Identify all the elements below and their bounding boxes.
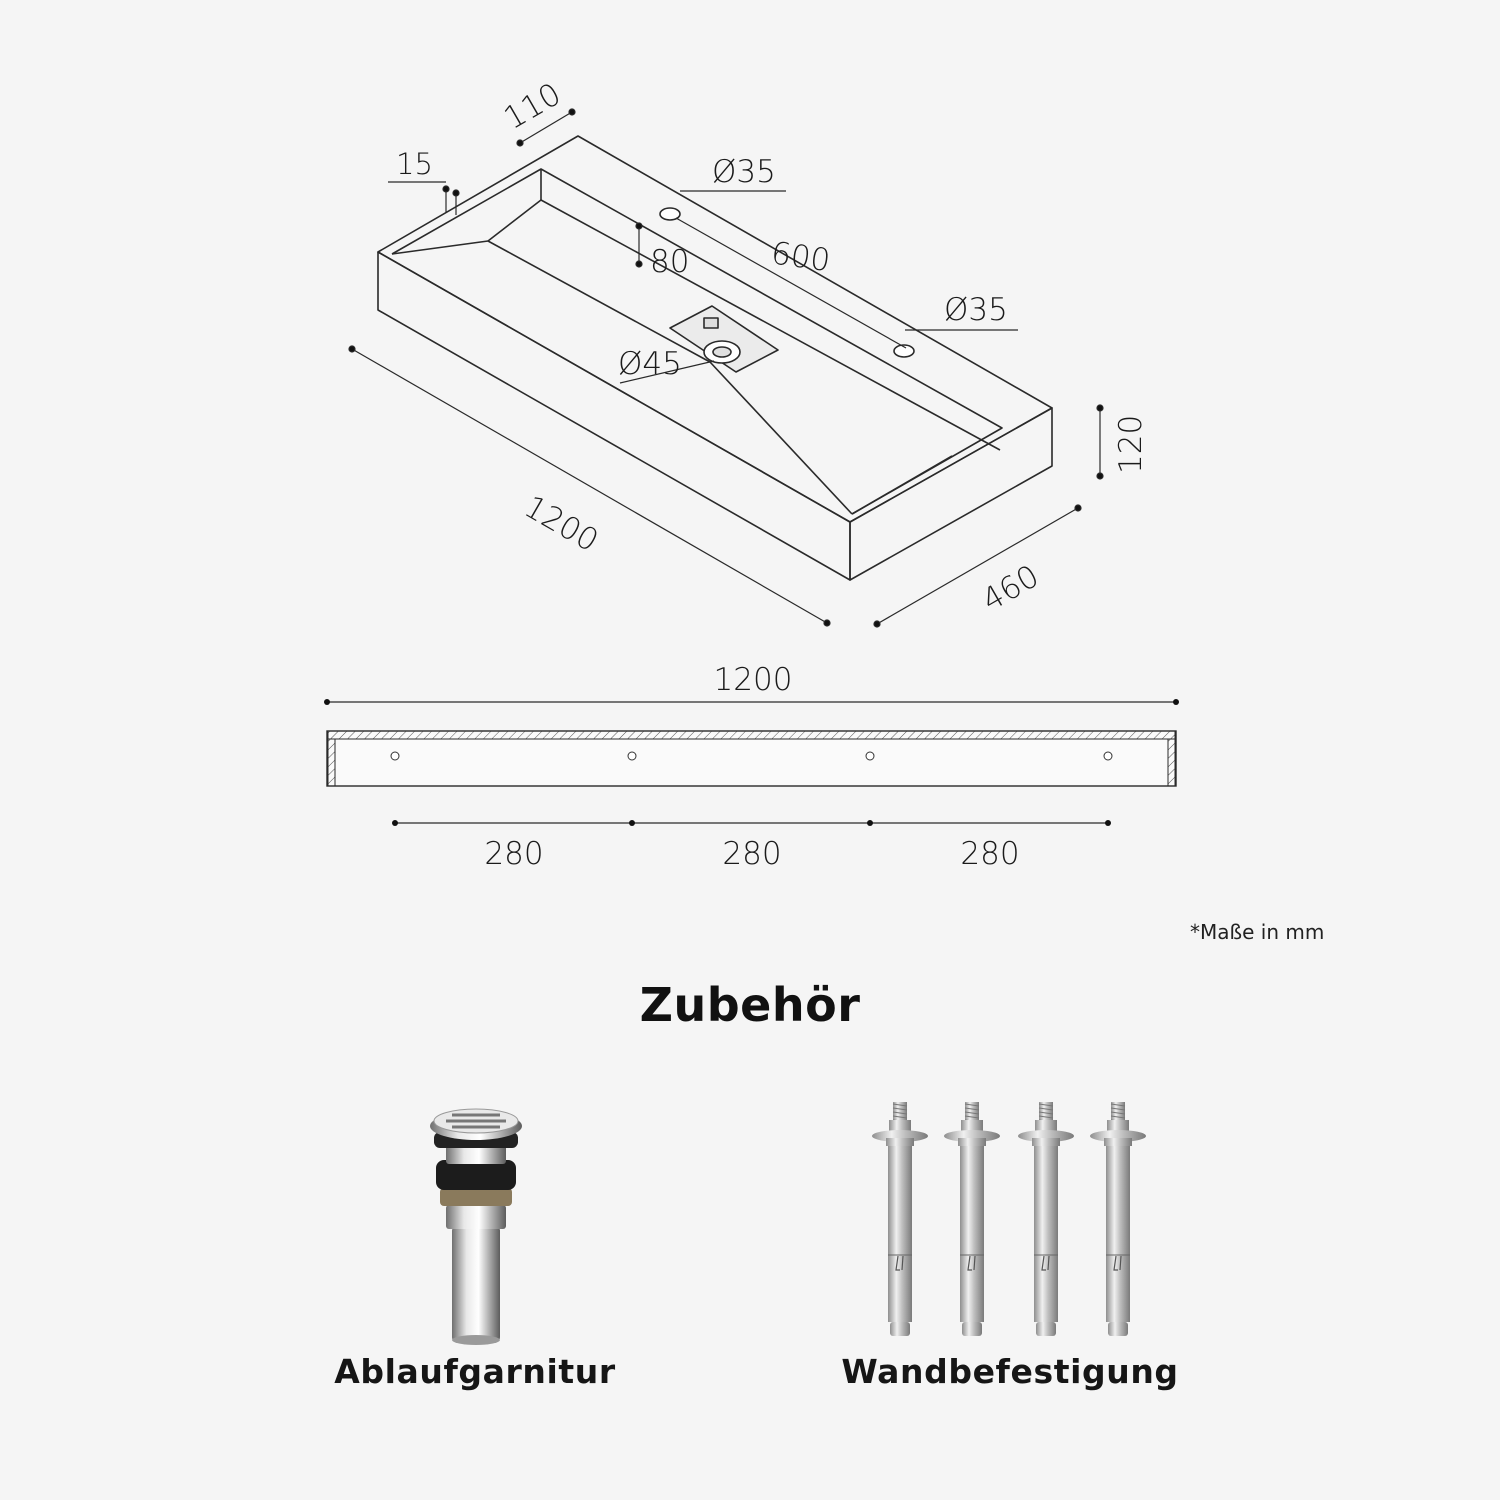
dim-tap-hole-2: Ø35: [944, 292, 1008, 328]
tap-hole-1: [659, 207, 681, 221]
dim-height: 120: [1113, 415, 1149, 474]
dim-depth-step: 80: [650, 244, 689, 280]
bracket-spacing-3: 280: [960, 836, 1019, 872]
bracket-hole: [1103, 751, 1113, 761]
basin-front-face: [377, 251, 851, 581]
bracket-spacing-1: 280: [484, 836, 543, 872]
anchor-bolt: [1090, 1102, 1146, 1336]
bracket-spacing-2: 280: [722, 836, 781, 872]
anchor-bolt: [872, 1102, 928, 1336]
tap-hole-2: [893, 344, 915, 358]
anchor-bolt: [944, 1102, 1000, 1336]
dim-rim: 15: [396, 147, 433, 181]
basin-isometric: [377, 135, 1053, 581]
bracket-hole: [865, 751, 875, 761]
wall-anchor-bolts-icon: [872, 1102, 1146, 1336]
accessory-label-drain: Ablaufgarnitur: [334, 1352, 616, 1391]
bracket-hole: [390, 751, 400, 761]
dim-length: 1200: [518, 489, 604, 560]
dim-hole-spacing: 600: [769, 235, 833, 279]
dim-tap-hole-1: Ø35: [712, 154, 776, 190]
dim-drain: Ø45: [618, 346, 682, 382]
dim-top-wall: 110: [498, 76, 567, 137]
bracket-length: 1200: [714, 662, 793, 698]
accessories-title: Zubehör: [639, 978, 861, 1032]
accessory-label-wall-mount: Wandbefestigung: [841, 1352, 1179, 1391]
units-note: *Maße in mm: [1190, 920, 1325, 944]
basin-right-face: [849, 407, 1053, 581]
iso-dimension-lines: [348, 108, 1104, 628]
wall-bracket-drawing: [324, 699, 1179, 826]
anchor-bolt: [1018, 1102, 1074, 1336]
dim-width: 460: [976, 558, 1045, 619]
bracket-outline: [326, 730, 1177, 787]
bracket-hole: [627, 751, 637, 761]
drain-fitting-icon: [430, 1108, 522, 1345]
